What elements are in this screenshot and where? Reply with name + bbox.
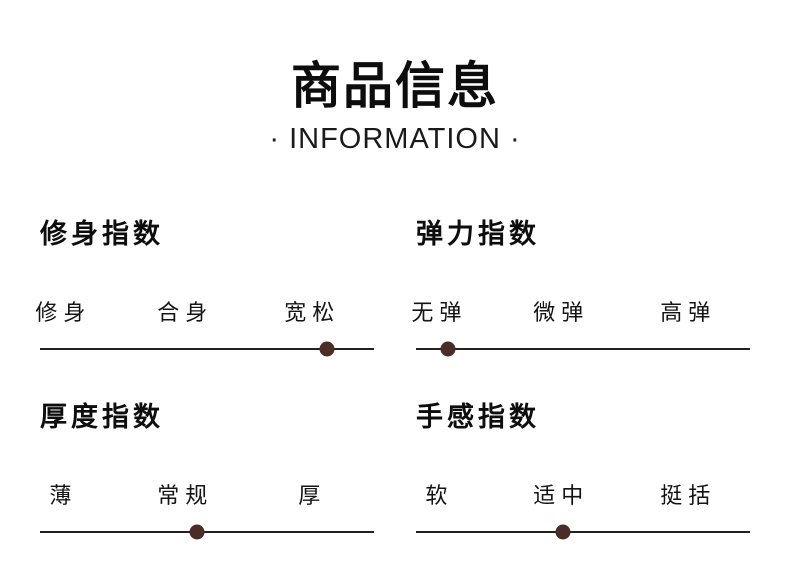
scale-label: 常规 [157,482,214,508]
scale-label: 微弹 [533,299,590,325]
page-title: 商品信息 [291,58,499,114]
scale-label: 高弹 [660,299,717,325]
scale-labels: 薄 常规 厚 [40,481,374,511]
scale-label: 合身 [157,299,214,325]
scale-labels: 软 适中 挺括 [416,481,750,511]
scale-section-elasticity: 弹力指数 无弹 微弹 高弹 [411,217,750,357]
page-subtitle: · INFORMATION · [269,123,521,155]
scale-labels: 修身 合身 宽松 [35,298,374,328]
scale-title: 修身指数 [40,218,164,249]
scale-label: 宽松 [284,299,341,325]
scale-label: 适中 [533,482,590,508]
scale-indicator-dot [440,341,456,357]
scale-section-handfeel: 手感指数 软 适中 挺括 [416,400,750,540]
scale-track [416,341,750,357]
scale-indicator-dot [319,341,335,357]
scale-title: 手感指数 [416,401,540,432]
scale-indicator-dot [555,524,571,540]
scale-label: 厚 [298,482,327,508]
scale-label: 薄 [49,482,78,508]
scale-section-fit: 修身指数 修身 合身 宽松 [35,217,374,357]
scale-label: 软 [425,482,454,508]
scale-track [416,524,750,540]
scale-labels: 无弹 微弹 高弹 [411,298,750,328]
scale-label: 挺括 [660,482,717,508]
scale-label: 无弹 [411,299,468,325]
scale-indicator-dot [189,524,205,540]
panel-header: 商品信息 · INFORMATION · [0,0,790,157]
scale-track [40,341,374,357]
scale-label: 修身 [35,299,92,325]
scale-section-thickness: 厚度指数 薄 常规 厚 [40,400,374,540]
scale-title: 弹力指数 [416,218,540,249]
scales-grid: 修身指数 修身 合身 宽松 弹力指数 无弹 微弹 高弹 厚度指数 [0,217,790,540]
scale-track [40,524,374,540]
scale-title: 厚度指数 [40,401,164,432]
